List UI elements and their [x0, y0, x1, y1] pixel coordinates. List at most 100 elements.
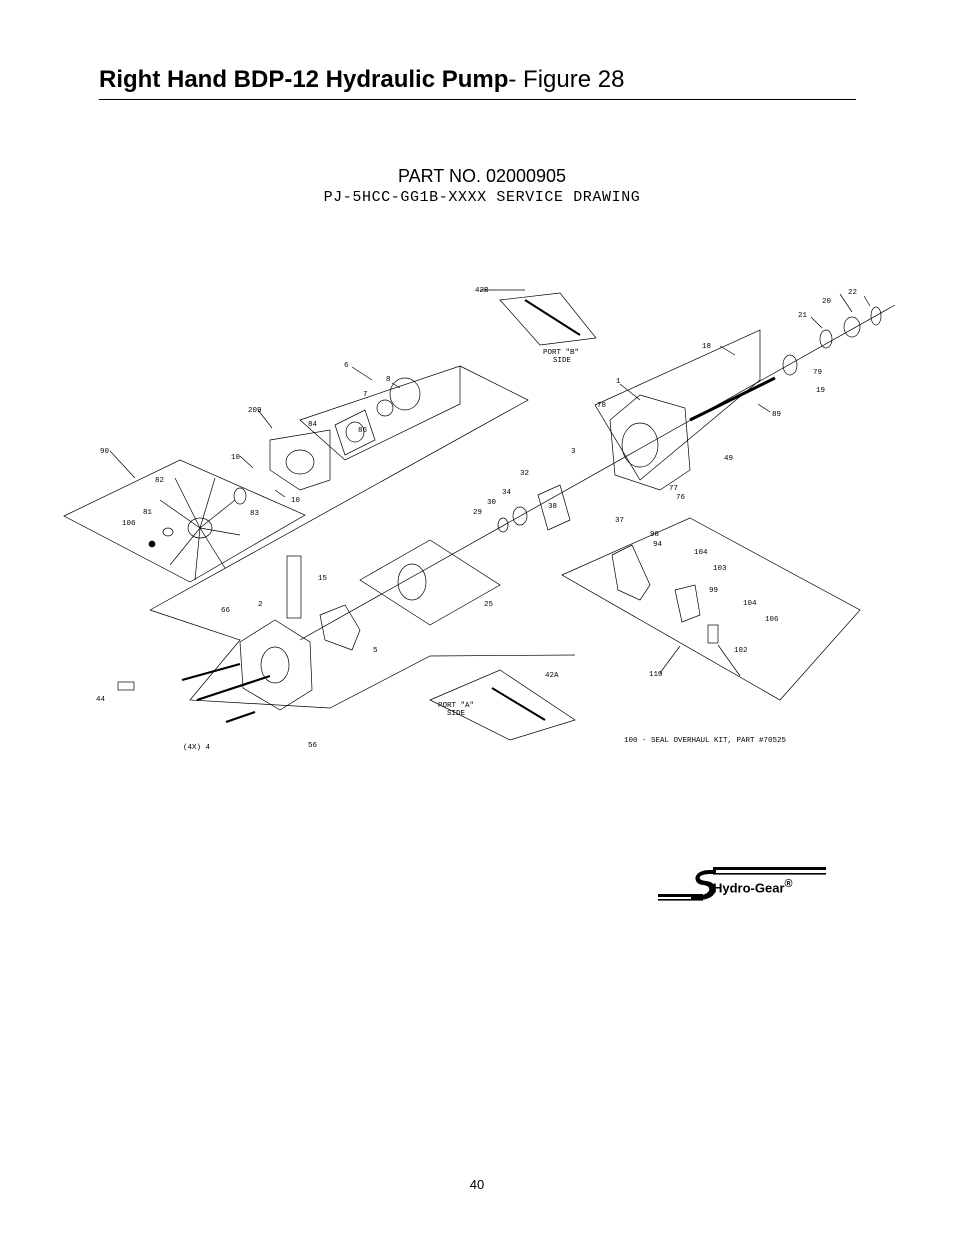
end-cap: [239, 619, 313, 711]
group-box-25: [359, 539, 501, 626]
hydro-gear-logo: [658, 867, 826, 901]
callout-3: 3: [571, 448, 576, 456]
port-b-label: PORT "B": [543, 349, 579, 357]
control-arm-99: [674, 584, 701, 623]
callout-34: 34: [502, 489, 512, 497]
callout-79: 79: [813, 369, 822, 377]
part-number: PART NO. 02000905: [397, 166, 567, 186]
callout-66: 66: [221, 607, 231, 615]
ring-21: [819, 329, 833, 349]
callout-104b: 104: [743, 600, 757, 608]
callout-10b: 10: [291, 497, 301, 505]
callout-21: 21: [798, 312, 808, 320]
callout-99: 99: [709, 587, 718, 595]
group-box-42b: [499, 292, 597, 346]
bolt-4b: [196, 674, 271, 702]
callout-98: 98: [650, 531, 659, 539]
group-box-110: [561, 517, 861, 701]
guide-line-upper: [149, 365, 529, 611]
callout-76: 76: [676, 494, 686, 502]
callout-44: 44: [96, 696, 106, 704]
group-box-90: [63, 459, 306, 583]
callout-30: 30: [487, 499, 497, 507]
exploded-view-drawing: 42B 22 20 21 18 6 79 8 1 19 7 78 209 89 …: [63, 287, 896, 752]
callout-42b: 42B: [475, 287, 489, 295]
page-title: Right Hand BDP-12 Hydraulic Pump- Figure…: [99, 66, 624, 94]
callout-209: 209: [248, 407, 262, 415]
callout-20: 20: [822, 298, 832, 306]
fan-blades: [159, 477, 241, 581]
washer-81: [162, 527, 174, 537]
group-box-body: [594, 329, 761, 481]
callout-56: 56: [308, 742, 318, 750]
guide-line-lower: [149, 609, 576, 709]
callout-10a: 10: [231, 454, 241, 462]
spring-102: [707, 624, 719, 644]
callout-22: 22: [848, 289, 857, 297]
bearing-18: [782, 354, 798, 376]
callout-94: 94: [653, 541, 663, 549]
bearing-plate: [334, 409, 376, 456]
port-a-label: PORT "A": [438, 702, 474, 710]
nut-106: [148, 540, 156, 548]
callout-19: 19: [816, 387, 825, 395]
callout-106a: 106: [122, 520, 136, 528]
page-number: 40: [469, 1177, 485, 1192]
page-title-bold: Right Hand BDP-12 Hydraulic Pump: [99, 66, 509, 93]
port-a-fitting: [491, 687, 546, 721]
callout-90: 90: [100, 448, 110, 456]
callout-5: 5: [373, 647, 378, 655]
bolt-4a: [181, 662, 241, 682]
callout-78: 78: [597, 402, 606, 410]
callout-84: 84: [308, 421, 318, 429]
group-box-42a: [429, 669, 576, 741]
fan-hub-209: [269, 429, 331, 491]
check-valve-15: [286, 555, 302, 619]
callout-86: 86: [358, 427, 368, 435]
port-b-fitting: [524, 299, 581, 336]
pump-housing: [609, 394, 691, 491]
callout-4: (4X) 4: [183, 744, 211, 752]
callout-81: 81: [143, 509, 153, 517]
callout-1: 1: [616, 378, 621, 386]
callout-7: 7: [363, 391, 368, 399]
washer-83: [233, 487, 247, 505]
shaft-axis: [299, 304, 896, 641]
port-a-side: SIDE: [447, 710, 466, 718]
callout-38: 38: [548, 503, 557, 511]
page-title-figure: - Figure 28: [508, 66, 625, 93]
group-box-6: [299, 365, 461, 461]
callout-6: 6: [344, 362, 349, 370]
callout-110: 110: [649, 671, 663, 679]
callout-18: 18: [702, 343, 711, 351]
title-rule: [99, 99, 856, 100]
callout-2: 2: [258, 601, 263, 609]
ring-22: [870, 306, 882, 326]
tag-44: [117, 681, 135, 691]
gasket-5: [319, 604, 361, 651]
swashplate-32: [537, 484, 571, 531]
callout-32: 32: [520, 470, 529, 478]
logo-wordmark: Hydro-Gear®: [713, 878, 793, 896]
callout-15: 15: [318, 575, 328, 583]
port-b-side: SIDE: [553, 357, 572, 365]
callout-29: 29: [473, 509, 482, 517]
cylinder-block: [397, 563, 427, 601]
callout-83: 83: [250, 510, 260, 518]
callout-102: 102: [734, 647, 748, 655]
callout-89: 89: [772, 411, 781, 419]
control-arm-98: [611, 544, 651, 601]
callout-104a: 104: [694, 549, 708, 557]
bolt-4c: [225, 710, 256, 724]
callout-103: 103: [713, 565, 727, 573]
callout-106b: 106: [765, 616, 779, 624]
registered-mark: ®: [784, 878, 793, 890]
callout-25: 25: [484, 601, 494, 609]
callout-77: 77: [669, 485, 678, 493]
drawing-title: PJ-5HCC-GG1B-XXXX SERVICE DRAWING: [323, 189, 641, 206]
seal-kit-note: 100 - SEAL OVERHAUL KIT, PART #70525: [624, 737, 787, 745]
oring-8: [389, 377, 421, 411]
callout-37: 37: [615, 517, 624, 525]
callout-82: 82: [155, 477, 164, 485]
callout-49: 49: [724, 455, 733, 463]
